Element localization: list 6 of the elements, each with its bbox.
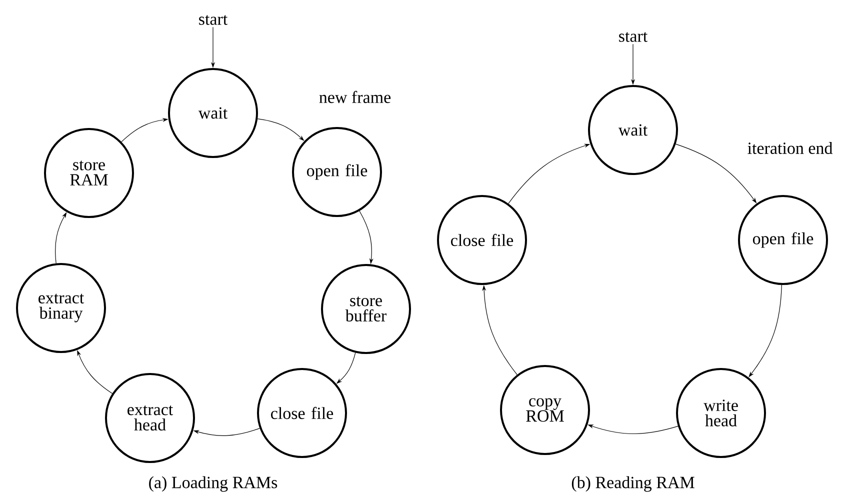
start-label: start bbox=[619, 32, 648, 42]
subfigure-caption: (a) Loading RAMs bbox=[149, 476, 278, 492]
subfigure-caption: (b) Reading RAM bbox=[572, 476, 694, 492]
edge-label: new frame bbox=[318, 90, 392, 104]
edge-label: iteration end bbox=[746, 141, 834, 155]
start-label: start bbox=[199, 15, 228, 25]
